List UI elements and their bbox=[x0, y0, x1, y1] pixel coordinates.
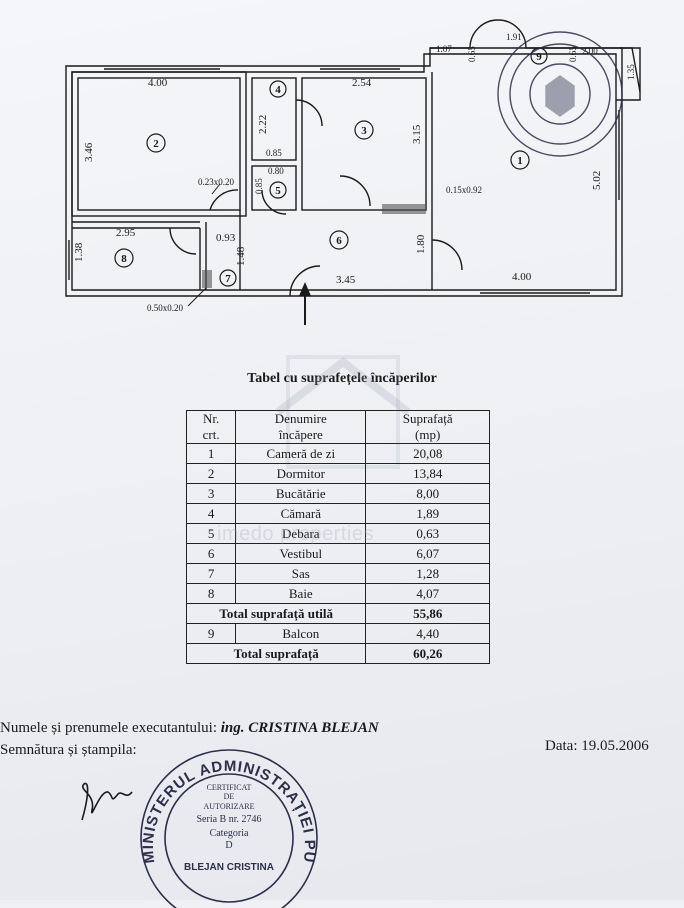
room-number: 5 bbox=[275, 185, 281, 197]
dimension-label: 2.95 bbox=[116, 227, 136, 239]
stamp-line: DE bbox=[224, 792, 235, 801]
dimension-label: 0.93 bbox=[216, 232, 236, 244]
stamp-line: Seria B nr. 2746 bbox=[197, 814, 262, 825]
column-header-suprafata: Suprafață(mp) bbox=[365, 410, 490, 444]
dimension-label: 0.15x0.92 bbox=[446, 185, 482, 195]
dimension-label: 0.65 bbox=[568, 46, 578, 62]
dimension-label: 0.80 bbox=[268, 166, 284, 176]
dimension-label: 1.35 bbox=[626, 64, 636, 80]
room-number: 3 bbox=[361, 125, 367, 137]
room-number: 4 bbox=[275, 84, 281, 96]
stamp-line: BLEJAN CRISTINA bbox=[184, 862, 274, 873]
stamp-line: AUTORIZARE bbox=[204, 802, 255, 811]
dimension-label: 4.00 bbox=[512, 271, 532, 283]
dimension-label: 1.80 bbox=[415, 234, 427, 254]
room-number: 8 bbox=[121, 253, 127, 265]
dimension-label: 1.07 bbox=[436, 44, 452, 54]
dimension-label: 5.02 bbox=[591, 171, 603, 190]
authorization-stamp: MINISTERUL ADMINISTRAȚIEI PUBLICE CERTIF… bbox=[134, 738, 318, 908]
room-number: 1 bbox=[517, 155, 523, 167]
stamp-line: CERTIFICAT bbox=[207, 783, 252, 792]
dimension-label: 1.48 bbox=[235, 246, 247, 266]
dimension-label: 3.46 bbox=[83, 142, 95, 162]
dimension-label: 2.22 bbox=[257, 115, 269, 134]
floor-plan: 1 2 3 4 5 6 7 8 9 4.00 2.54 1.07 1.91 0.… bbox=[65, 19, 641, 325]
dimension-label: 2.00 bbox=[582, 46, 598, 56]
stamp-line: Categoria bbox=[210, 828, 249, 839]
dimension-label: 0.85 bbox=[254, 178, 264, 194]
dimension-label: 1.91 bbox=[506, 32, 522, 42]
dimension-label: 1.38 bbox=[73, 242, 85, 262]
stamp-line: D bbox=[225, 840, 232, 851]
signature-label: Semnătura și ștampila: bbox=[0, 742, 137, 758]
dimension-label: 0.65 bbox=[467, 46, 477, 62]
room-number: 7 bbox=[225, 273, 231, 285]
executor-line: Numele și prenumele executantului: ing. … bbox=[0, 720, 379, 737]
dimension-label: 0.50x0.20 bbox=[147, 303, 184, 313]
room-number: 6 bbox=[336, 235, 342, 247]
room-number: 2 bbox=[153, 138, 159, 150]
executor-label: Numele și prenumele executantului: bbox=[0, 720, 218, 736]
handwritten-signature bbox=[81, 782, 133, 821]
dimension-label: 3.15 bbox=[411, 124, 423, 144]
executor-name: ing. CRISTINA BLEJAN bbox=[220, 720, 379, 736]
table-title: Tabel cu suprafețele încăperilor bbox=[247, 371, 437, 386]
dimension-label: 2.54 bbox=[352, 77, 372, 89]
room-number: 9 bbox=[536, 51, 542, 63]
dimension-label: 4.00 bbox=[148, 77, 168, 89]
column-header-nr: Nr.crt. bbox=[185, 410, 237, 444]
cadastre-stamp bbox=[497, 31, 623, 157]
dimension-label: 0.23x0.20 bbox=[198, 177, 235, 187]
dimension-label: 3.45 bbox=[336, 274, 356, 286]
watermark-text: imedo properties bbox=[217, 523, 374, 545]
dimension-label: 0.85 bbox=[266, 148, 282, 158]
document-date: Data: 19.05.2006 bbox=[545, 738, 649, 754]
